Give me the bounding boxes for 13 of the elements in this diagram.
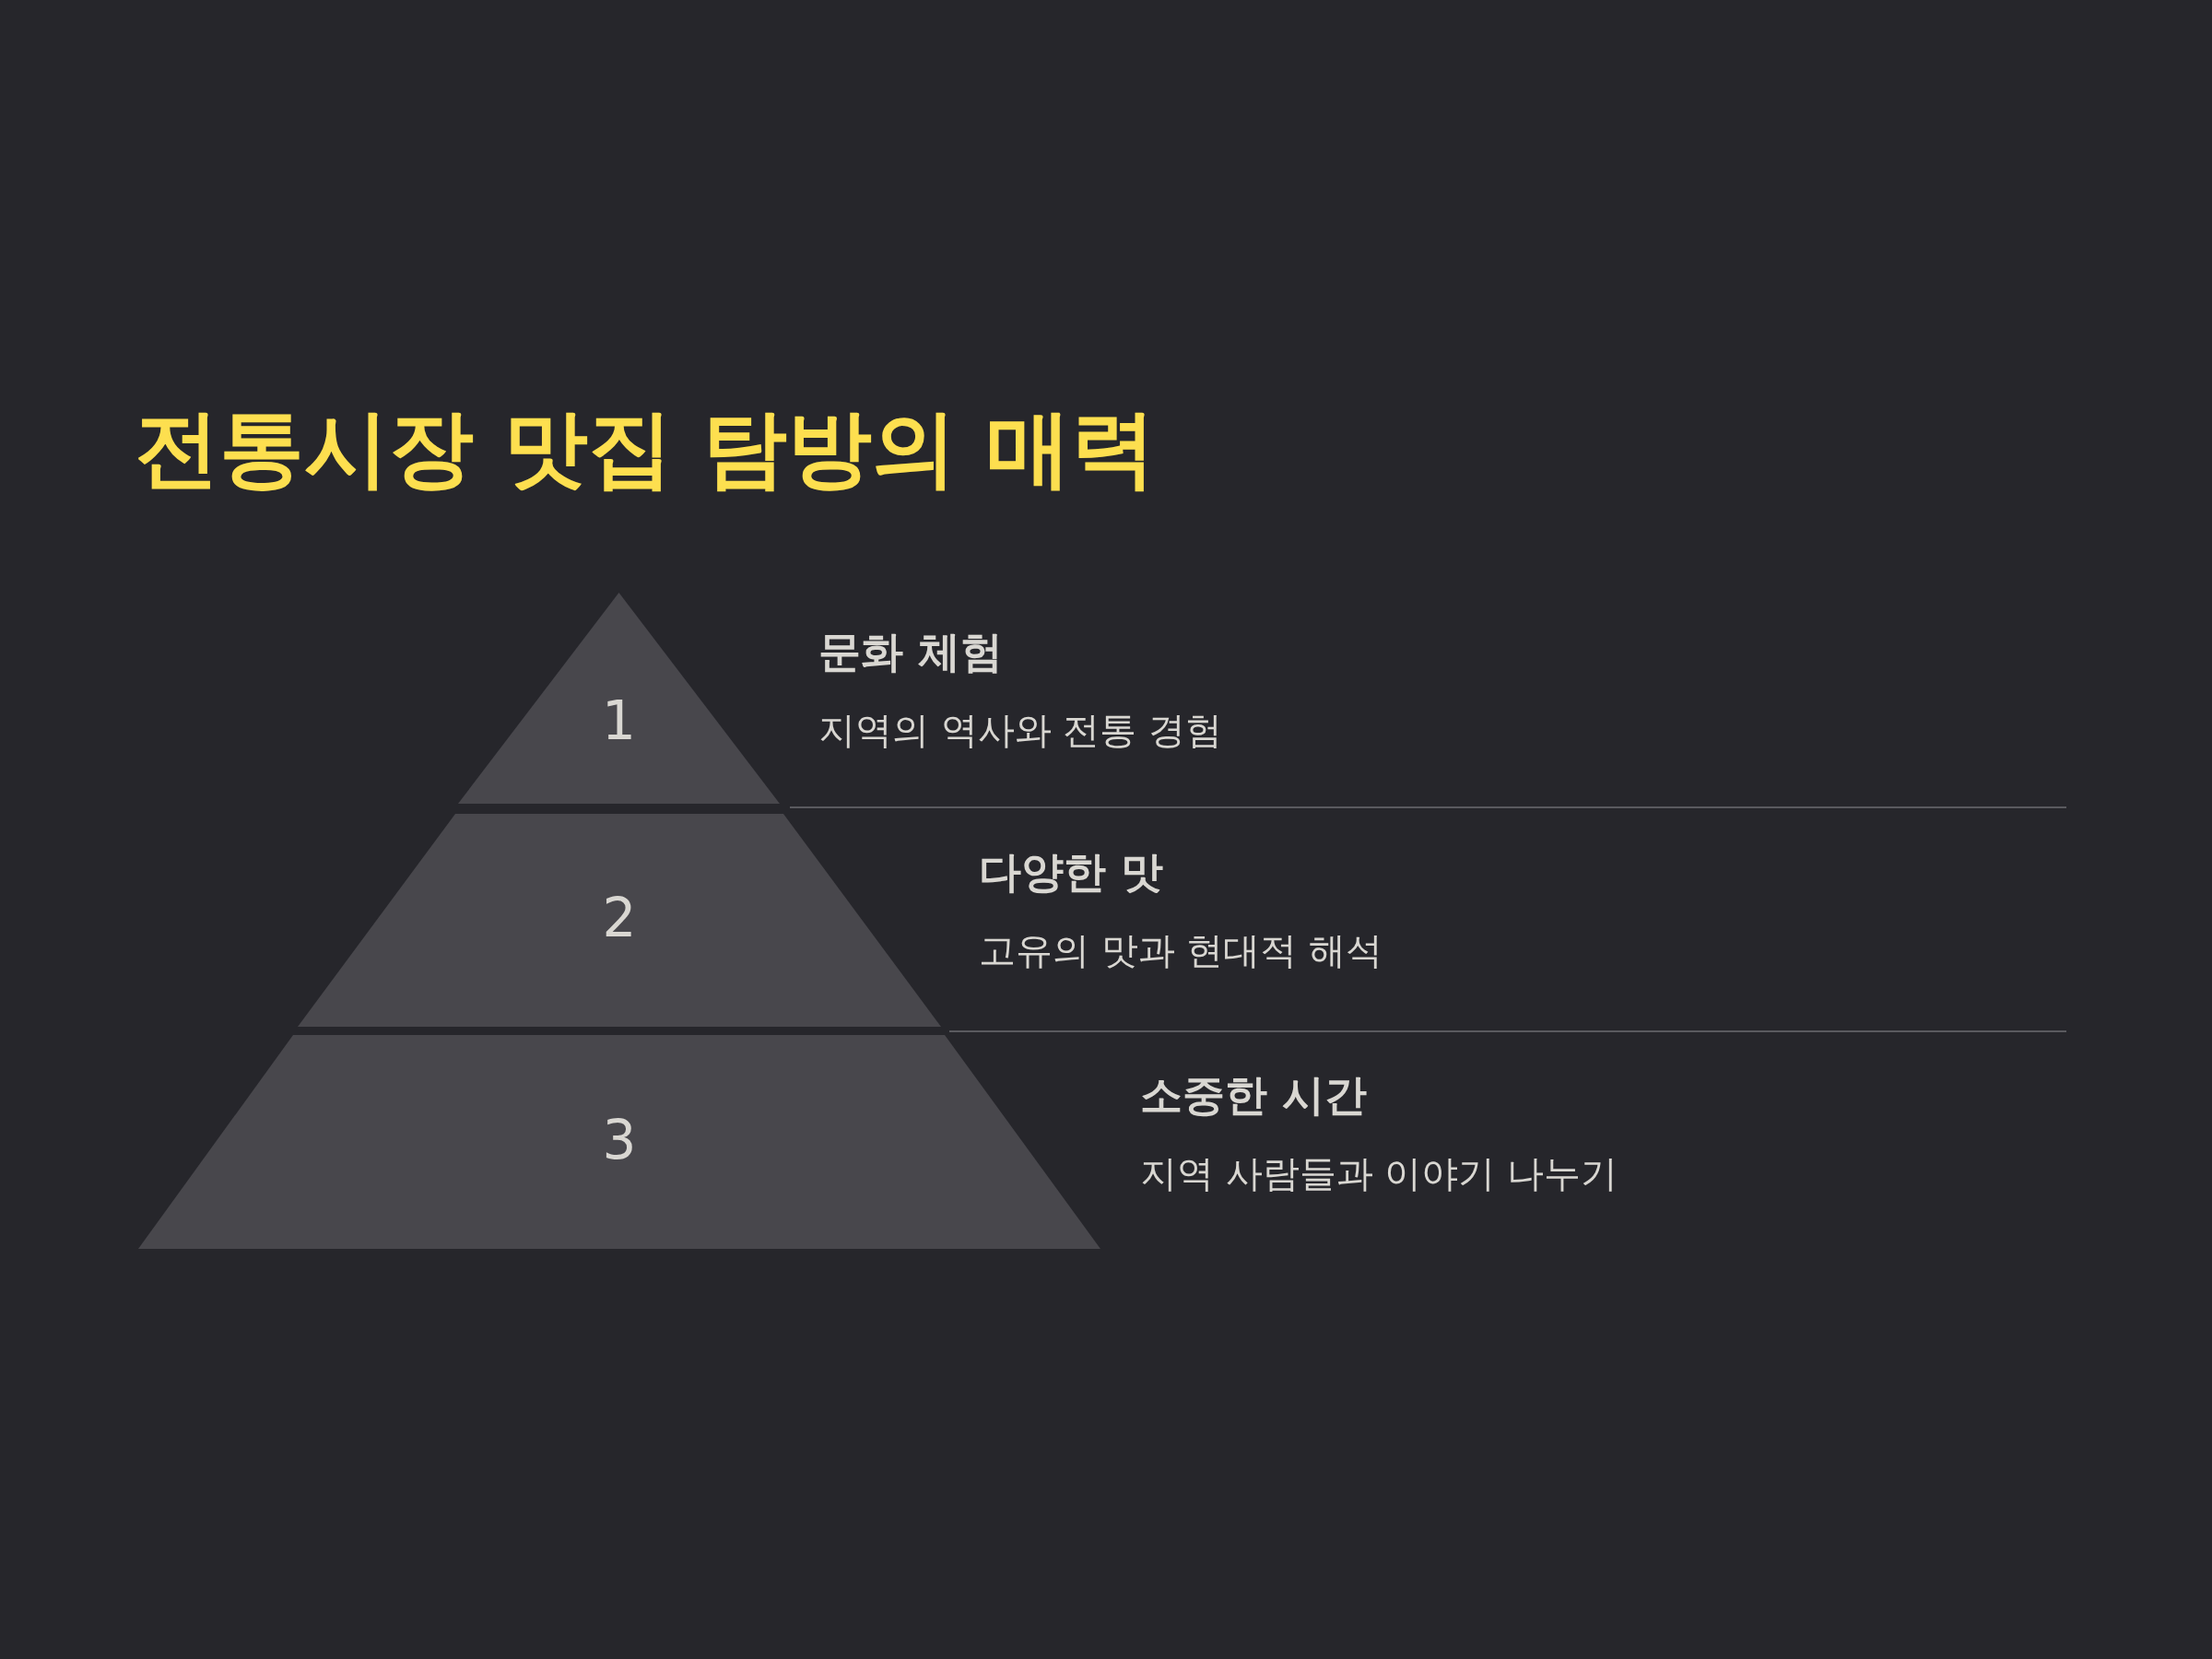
- tier-description: 고유의 맛과 현대적 해석: [979, 928, 1383, 972]
- pyramid-tier: [298, 814, 941, 1027]
- pyramid-tier: [458, 593, 780, 804]
- tier-description: 지역 사람들과 이야기 나누기: [1140, 1151, 1618, 1195]
- title: 전통시장 맛집 탐방의 매력: [135, 402, 1157, 496]
- tier-number: 3: [602, 1113, 637, 1167]
- tier-heading: 소중한 시간: [1140, 1070, 1367, 1122]
- pyramid-tier: [138, 1035, 1100, 1249]
- tier-number: 2: [602, 891, 637, 945]
- tier-heading: 다양한 맛: [979, 847, 1163, 899]
- tier-description: 지역의 역사와 전통 경험: [818, 708, 1223, 752]
- tier-number: 1: [602, 694, 636, 747]
- tier-heading: 문화 체험: [818, 627, 1003, 678]
